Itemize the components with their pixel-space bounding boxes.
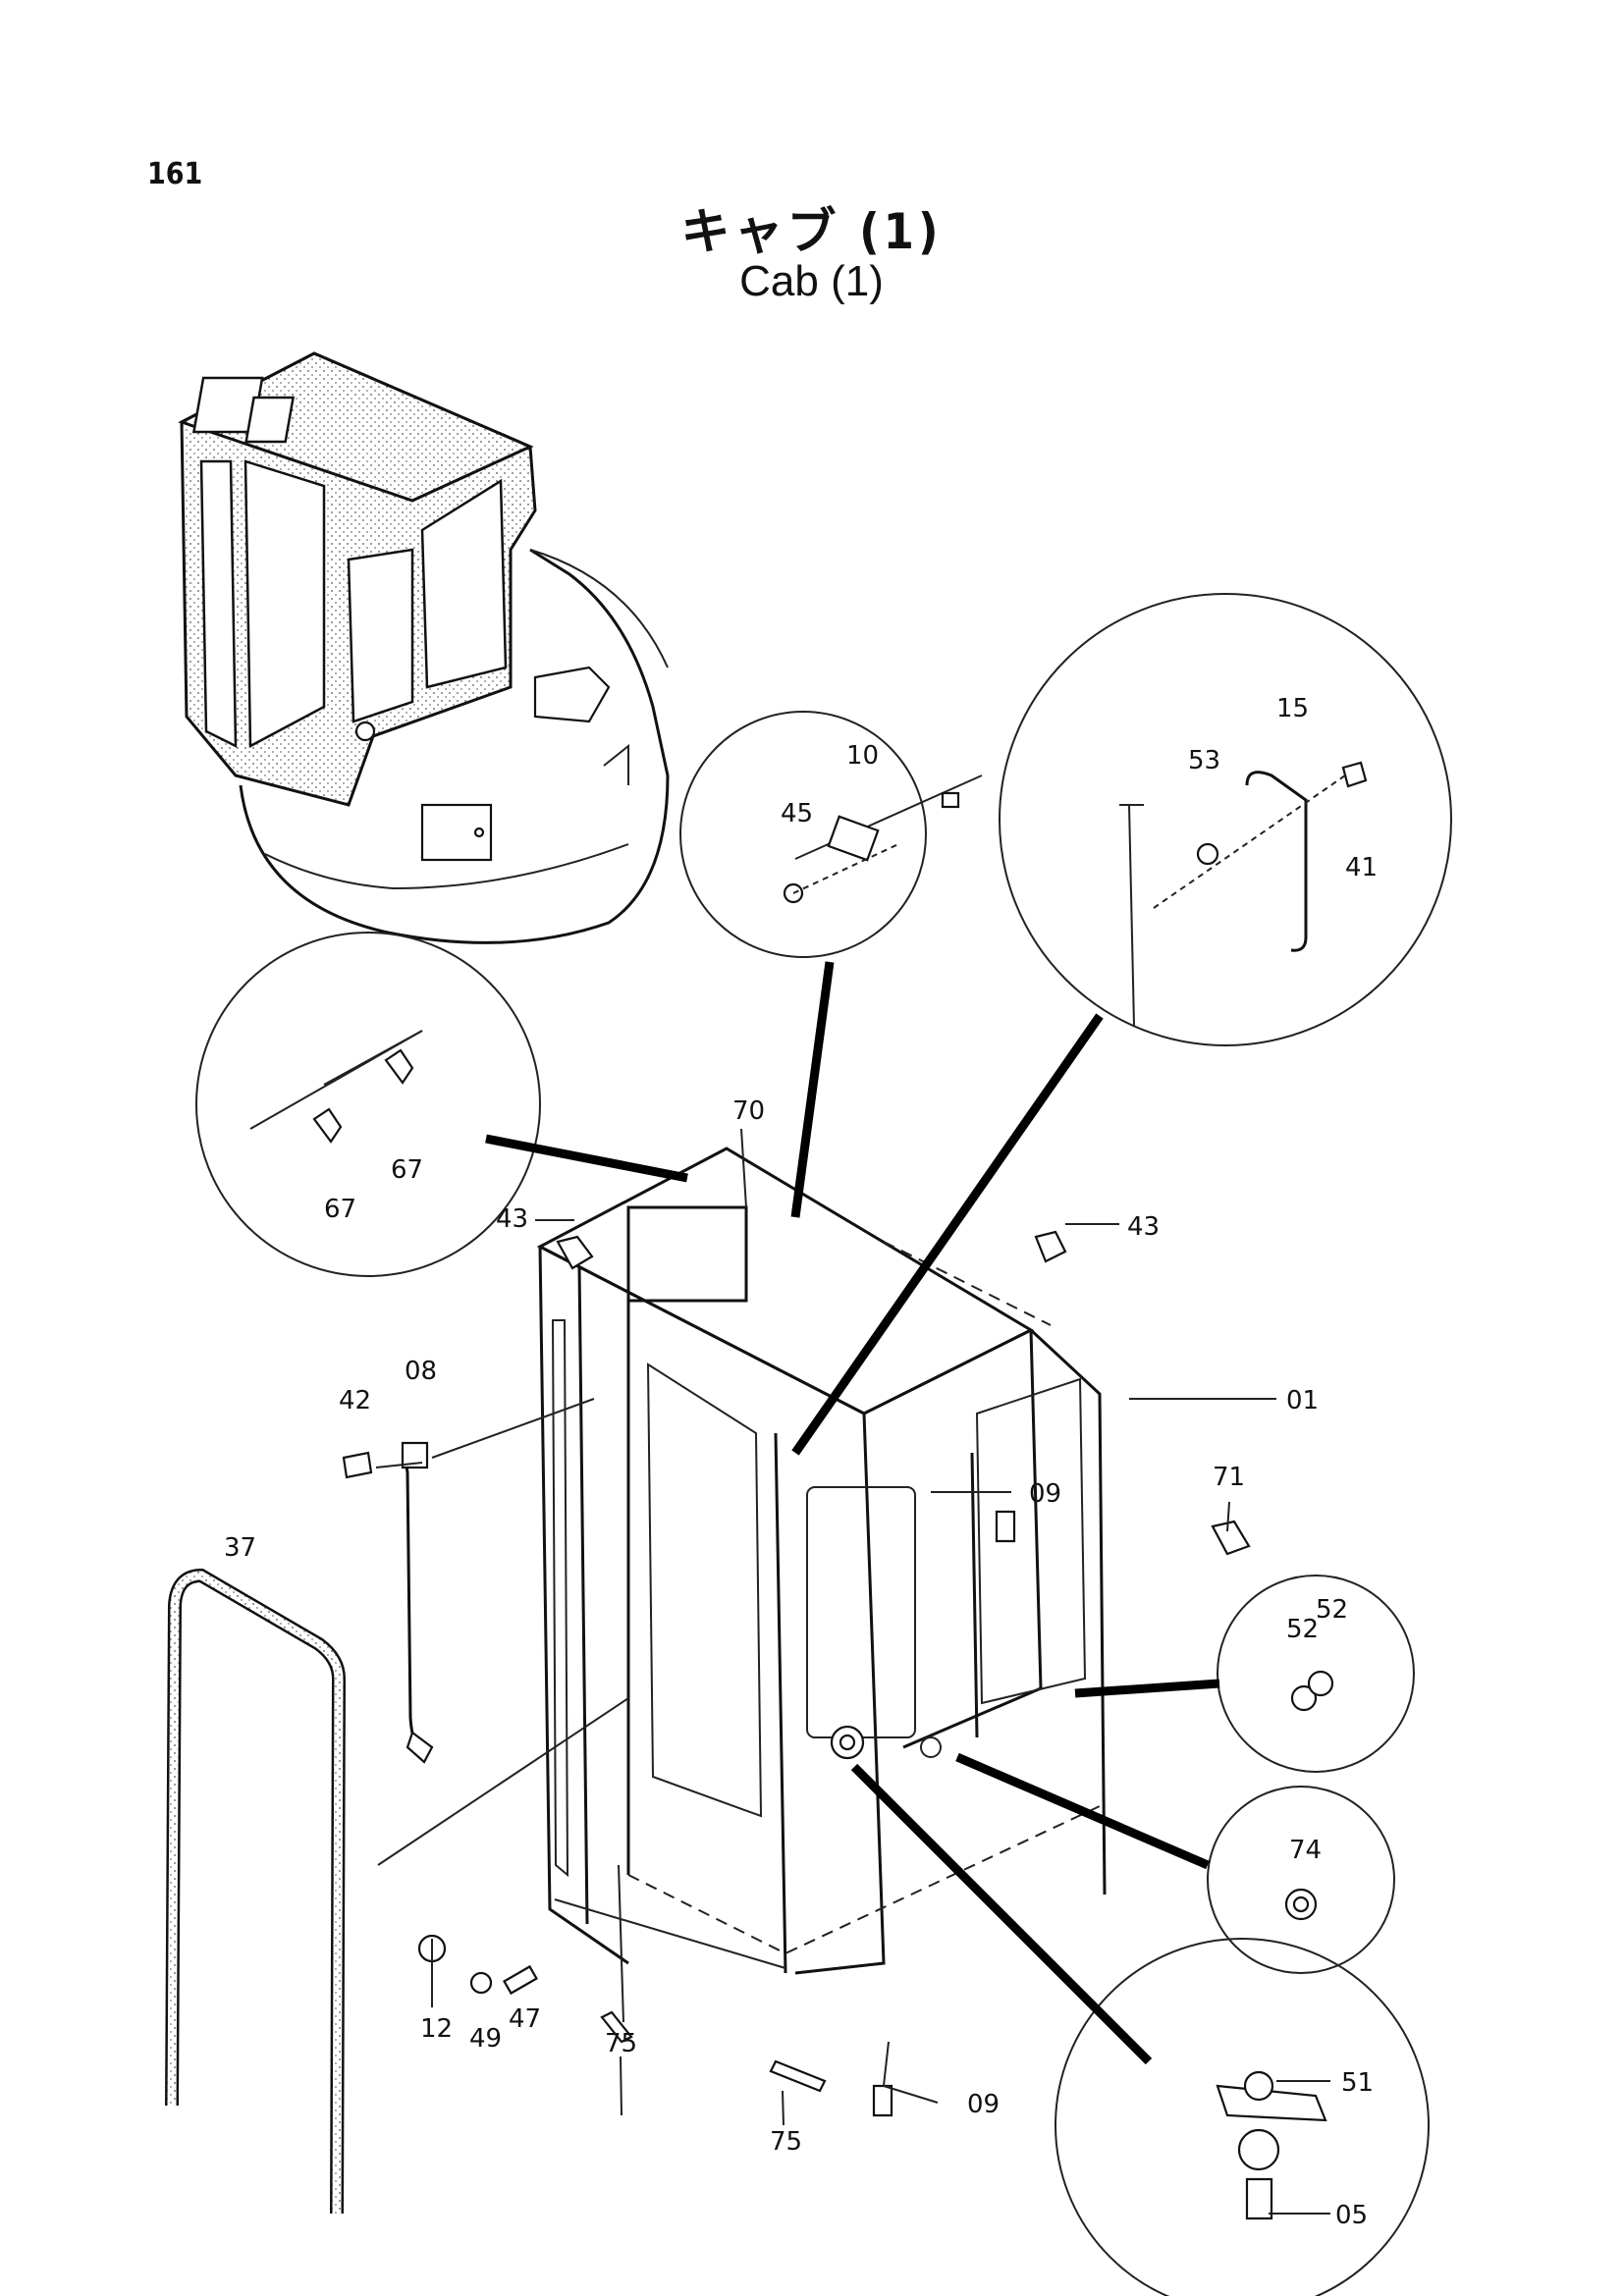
label-09-upper: 09 (1029, 1479, 1061, 1509)
page-number: 161 (147, 157, 203, 191)
label-67-right: 67 (391, 1155, 423, 1185)
title-japanese: キャブ (1) (680, 203, 943, 260)
weatherstrip-37 (165, 1568, 347, 2215)
label-47: 47 (509, 2004, 541, 2034)
fasteners (417, 1230, 1251, 2117)
label-52-right: 52 (1316, 1595, 1348, 1625)
label-74: 74 (1289, 1836, 1322, 1865)
label-75-right: 75 (770, 2127, 802, 2157)
detail-10-45 (679, 711, 983, 958)
label-12: 12 (420, 2014, 453, 2044)
detail-05-51 (1055, 1938, 1430, 2296)
label-42: 42 (339, 1386, 371, 1415)
label-49: 49 (469, 2024, 502, 2054)
cab-frame (536, 1147, 1107, 1975)
label-51: 51 (1341, 2068, 1374, 2098)
detail-15-41-53 (999, 593, 1452, 1046)
label-67-left: 67 (324, 1195, 356, 1224)
label-71: 71 (1213, 1463, 1245, 1492)
leader-lines (375, 1128, 1330, 2215)
label-01: 01 (1286, 1386, 1319, 1415)
label-41: 41 (1345, 853, 1378, 882)
label-43-right: 43 (1127, 1212, 1160, 1242)
label-37: 37 (224, 1533, 256, 1563)
label-08: 08 (405, 1357, 437, 1386)
label-53: 53 (1188, 746, 1220, 775)
detail-52 (1217, 1575, 1415, 1773)
label-10: 10 (846, 741, 879, 771)
label-45: 45 (781, 799, 813, 828)
label-75-left: 75 (605, 2029, 637, 2058)
machine-overview (178, 351, 670, 944)
label-52-left: 52 (1286, 1615, 1319, 1644)
part-labels: 01 05 08 09 09 10 12 15 37 41 42 43 43 4… (224, 694, 1378, 2230)
handrail-08 (404, 1449, 426, 1759)
label-15: 15 (1276, 694, 1309, 723)
detail-67 (195, 932, 541, 1277)
label-43-left: 43 (496, 1204, 528, 1234)
detail-74 (1207, 1786, 1395, 1974)
label-05: 05 (1335, 2201, 1368, 2230)
label-70: 70 (732, 1096, 765, 1126)
label-09-lower: 09 (967, 2090, 1000, 2119)
title-english: Cab (1) (739, 257, 884, 305)
